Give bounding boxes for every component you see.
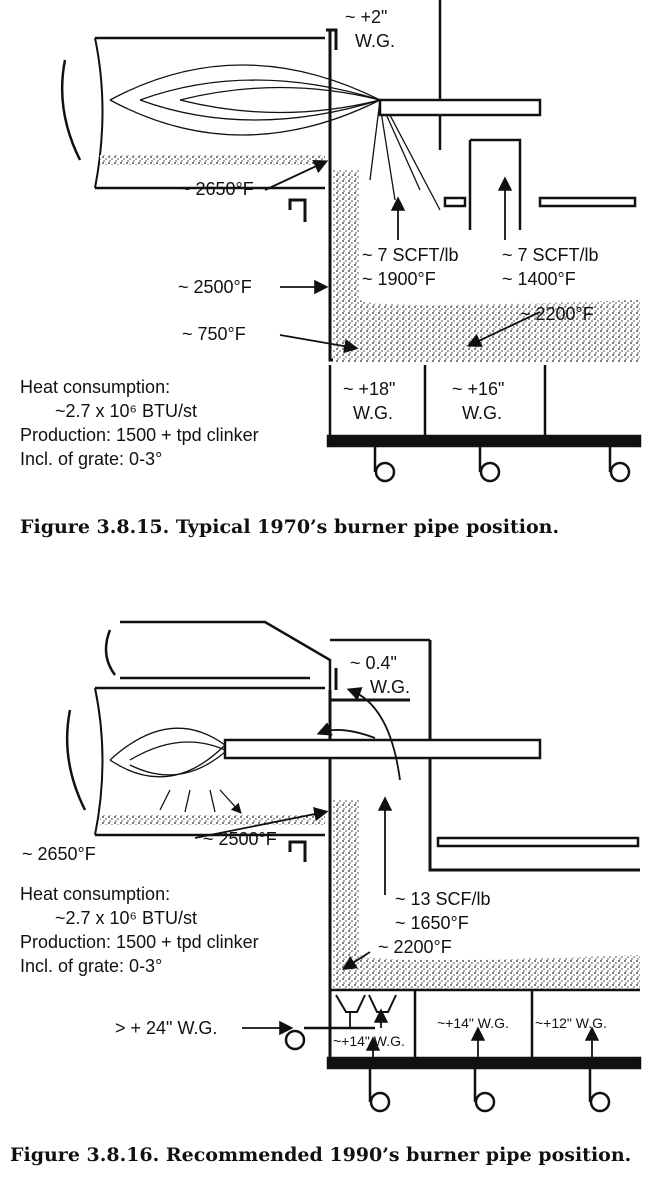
figure2-caption: Figure 3.8.16. Recommended 1990’s burner… xyxy=(10,1144,632,1166)
fig1-air1-flow: ~ 7 SCFT/lb xyxy=(362,245,459,265)
fig1-note-production: Production: 1500 + tpd clinker xyxy=(20,425,259,445)
fig2-bed-temp: ~ 2200°F xyxy=(378,937,452,957)
fig2-chamber1: ~+14" W.G. xyxy=(333,1033,405,1049)
fig2-chamber3: ~+12" W.G. xyxy=(535,1015,607,1031)
fig1-note-heat: Heat consumption: xyxy=(20,377,171,397)
clinker-bed xyxy=(333,170,640,362)
fig1-wall-temp: ~ 2500°F xyxy=(178,277,252,297)
fig2-hood-pressure-unit: W.G. xyxy=(370,677,410,697)
fig1-note-btu: ~2.7 x 10⁶ BTU/st xyxy=(55,401,197,421)
figure1-caption: Figure 3.8.15. Typical 1970’s burner pip… xyxy=(20,516,560,538)
fig1-hood-pressure: ~ +2" xyxy=(345,7,388,27)
fig1-air1-temp: ~ 1900°F xyxy=(362,269,436,289)
figure1-drawing xyxy=(60,0,642,483)
fig2-note-btu: ~2.7 x 10⁶ BTU/st xyxy=(55,908,197,928)
fig1-bed-temp-low: ~ 750°F xyxy=(182,324,246,344)
fig2-hood-pressure: ~ 0.4" xyxy=(350,653,397,673)
fig1-chamber1: ~ +18" xyxy=(343,379,396,399)
fig1-kiln-temp: ~ 2650°F xyxy=(180,179,254,199)
fig1-air2-temp: ~ 1400°F xyxy=(502,269,576,289)
fig2-kiln-temp: ~ 2650°F xyxy=(22,844,96,864)
fig2-air-temp: ~ 1650°F xyxy=(395,913,469,933)
fig1-chamber2-unit: W.G. xyxy=(462,403,502,423)
burner-pipe xyxy=(223,738,542,760)
fig1-chamber2: ~ +16" xyxy=(452,379,505,399)
fig1-air2-flow: ~ 7 SCFT/lb xyxy=(502,245,599,265)
kiln-shell xyxy=(60,36,325,190)
fig2-chamber2: ~+14" W.G. xyxy=(437,1015,509,1031)
fig1-chamber1-unit: W.G. xyxy=(353,403,393,423)
figure2-drawing xyxy=(65,620,642,1113)
fig2-note-grate: Incl. of grate: 0-3° xyxy=(20,956,163,976)
fig1-note-grate: Incl. of grate: 0-3° xyxy=(20,449,163,469)
wheels xyxy=(373,446,631,483)
burner-pipe xyxy=(378,98,542,117)
fig2-air-flow: ~ 13 SCF/lb xyxy=(395,889,491,909)
fig2-fan-pressure: > + 24" W.G. xyxy=(115,1018,218,1038)
fig1-bed-temp-high: ~ 2200°F xyxy=(520,304,594,324)
fig1-hood-pressure-unit: W.G. xyxy=(355,31,395,51)
fig2-nose-temp: ~ 2500°F xyxy=(203,829,277,849)
flame xyxy=(109,727,240,812)
fig2-note-heat: Heat consumption: xyxy=(20,884,171,904)
fig2-note-production: Production: 1500 + tpd clinker xyxy=(20,932,259,952)
